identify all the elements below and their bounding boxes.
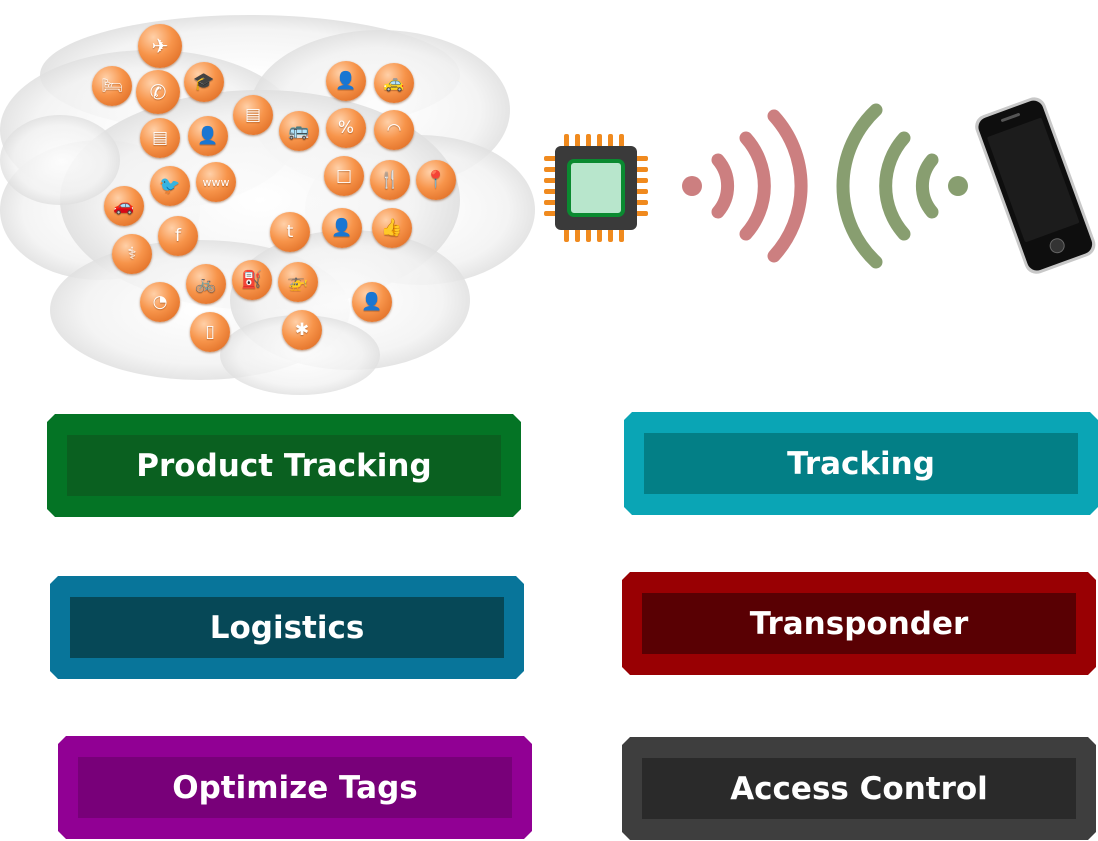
thumbs-up-icon: 👍 (372, 208, 412, 248)
medical-star-icon: ✱ (282, 310, 322, 350)
facebook-icon: f (158, 216, 198, 256)
rfid-chip-icon (544, 134, 648, 242)
square-icon: □ (324, 156, 364, 196)
product-tracking-box: Product Tracking (47, 414, 521, 517)
bird-icon: 🐦 (150, 166, 190, 206)
presenter-icon: 👤 (188, 116, 228, 156)
cloud-background (0, 15, 535, 395)
product-tracking-label: Product Tracking (136, 447, 432, 484)
medical-caduceus-icon: ⚕ (112, 234, 152, 274)
phone-icon: ✆ (136, 70, 180, 114)
fuel-icon: ⛽ (232, 260, 272, 300)
twitter-icon: t (270, 212, 310, 252)
discount-tag-icon: % (326, 108, 366, 148)
hotel-bed-icon: 🛏 (92, 66, 132, 106)
person-photo-icon: 👤 (326, 61, 366, 101)
mobile-icon: ▯ (190, 312, 230, 352)
taxi-icon: 🚕 (374, 63, 414, 103)
tracking-box: Tracking (624, 412, 1098, 515)
transponder-box: Transponder (622, 572, 1096, 675)
access-control-label: Access Control (730, 770, 988, 807)
www-icon: www (196, 162, 236, 202)
signal-waves (670, 100, 980, 280)
bus-icon: 🚌 (279, 111, 319, 151)
tracking-label: Tracking (787, 445, 935, 482)
reader-waves (682, 109, 808, 263)
logistics-box: Logistics (50, 576, 524, 679)
smartphone-icon (970, 90, 1098, 280)
document-icon: ▤ (140, 118, 180, 158)
graduation-cap-icon: 🎓 (184, 62, 224, 102)
car-icon: 🚗 (104, 186, 144, 226)
optimize-tags-label: Optimize Tags (172, 769, 418, 806)
logistics-label: Logistics (209, 609, 365, 646)
wifi-icon: ◠ (374, 110, 414, 150)
reader-icon: 👤 (322, 208, 362, 248)
pie-chart-icon: ◔ (140, 282, 180, 322)
access-control-box: Access Control (622, 737, 1096, 840)
workstation-icon: 👤 (352, 282, 392, 322)
calendar-blocks-icon: ▤ (233, 95, 273, 135)
restaurant-icon: 🍴 (370, 160, 410, 200)
iot-icon-cloud: ✈ 🛏 ✆ 🎓 👤 🚕 ▤ ▤ 👤 🚌 % ◠ 🐦 www □ 🍴 📍 🚗 f … (0, 0, 540, 400)
device-waves (836, 103, 968, 269)
bicycle-icon: 🚲 (186, 264, 226, 304)
helicopter-icon: 🚁 (278, 262, 318, 302)
transponder-label: Transponder (749, 605, 969, 642)
airplane-icon: ✈ (138, 24, 182, 68)
map-pin-icon: 📍 (416, 160, 456, 200)
optimize-tags-box: Optimize Tags (58, 736, 532, 839)
